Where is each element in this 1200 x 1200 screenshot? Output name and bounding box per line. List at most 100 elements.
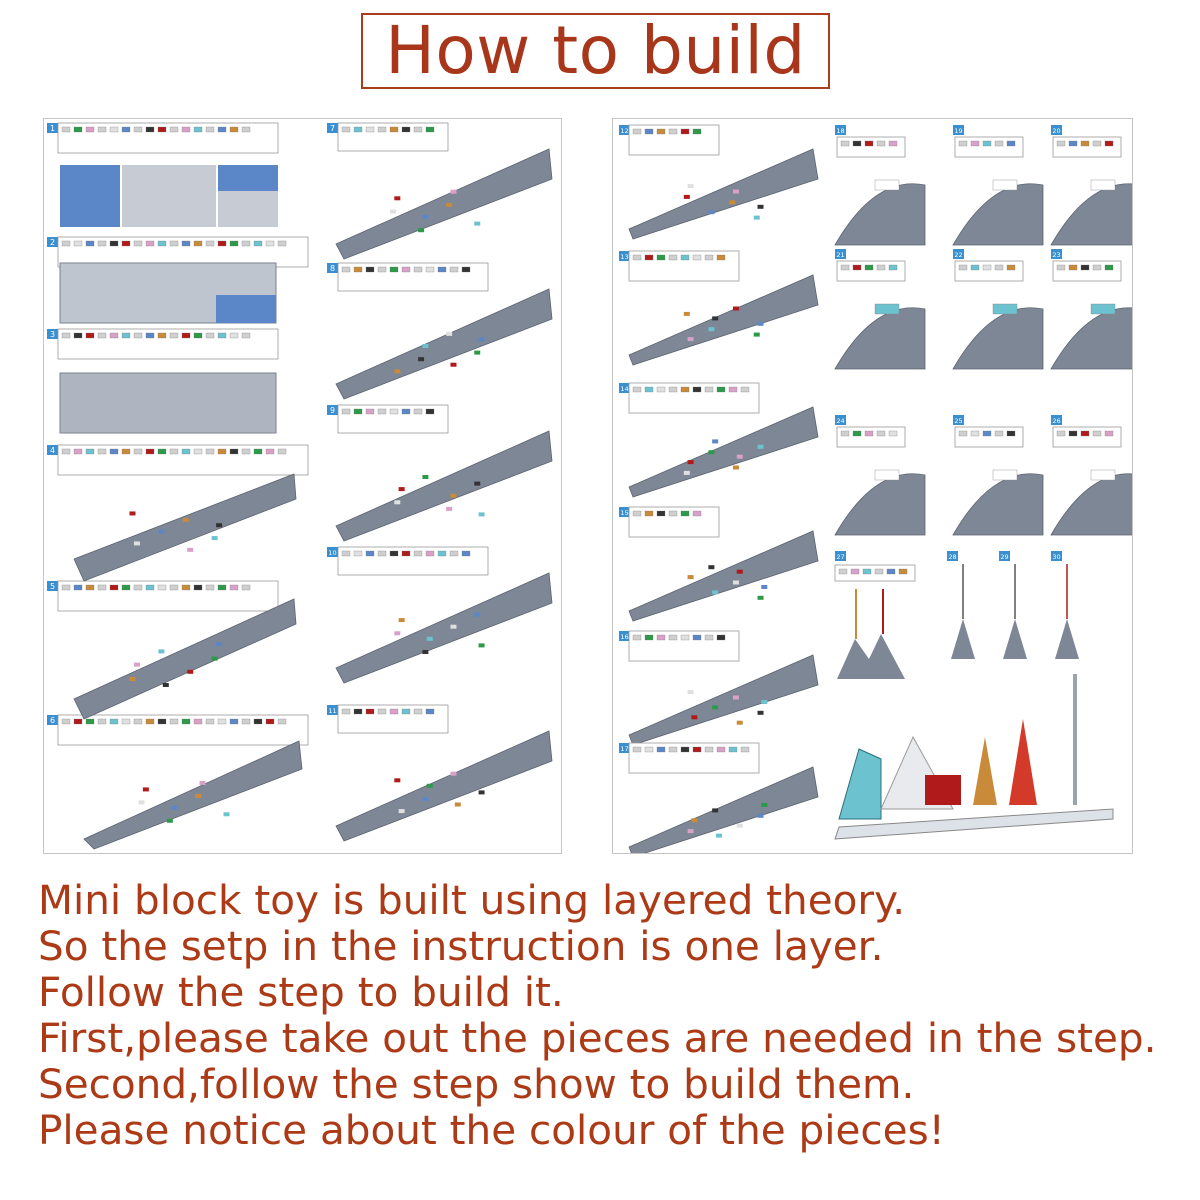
brick-piece [401,708,411,715]
brick-piece [449,266,459,273]
brick-piece [85,718,95,725]
brick-piece [732,189,739,194]
instruction-line-1: Mini block toy is built using layered th… [38,876,906,924]
step-number: 23 [1052,251,1060,259]
brick-piece [692,128,702,135]
brick-model [1055,619,1079,659]
brick-piece [982,140,992,147]
baseplate [122,165,216,227]
brick-piece [205,448,215,455]
brick-model [834,183,926,246]
step-number-badge: 29 [999,551,1010,561]
brick-piece [704,254,714,261]
step-number: 8 [330,264,335,273]
step-number: 17 [620,745,628,753]
page-title: How to build [385,12,806,89]
brick-piece [736,823,743,828]
step-number-badge: 6 [47,715,58,725]
brick-piece [162,683,169,687]
brick-piece [97,718,107,725]
brick-piece [840,430,850,437]
brick-model [335,572,553,684]
step-number: 3 [50,330,55,339]
step-number-badge: 13 [619,251,630,261]
instruction-line-6: Please notice about the colour of the pi… [38,1106,945,1154]
brick-piece [992,179,1018,191]
brick-piece [133,584,143,591]
step-number: 18 [836,127,844,135]
brick-piece [840,140,850,147]
brick-piece [683,311,690,316]
brick-piece [708,327,715,332]
step-number-badge: 26 [1051,415,1062,425]
brick-piece [133,126,143,133]
brick-piece [205,332,215,339]
step-number: 30 [1052,553,1060,561]
brick-piece [852,264,862,271]
brick-piece [712,808,719,813]
brick-model [335,148,553,260]
brick-piece [205,718,215,725]
step-number: 26 [1052,417,1060,425]
brick-piece [958,140,968,147]
parts-box [836,136,906,158]
brick-piece [474,221,481,226]
brick-piece [740,386,750,393]
brick-piece [241,584,251,591]
brick-piece [413,708,423,715]
brick-piece [656,254,666,261]
brick-piece [217,332,227,339]
brick-piece [426,636,433,641]
brick-piece [265,718,275,725]
brick-piece [632,128,642,135]
brick-piece [109,584,119,591]
brick-piece [145,448,155,455]
brick-piece [181,584,191,591]
step-number-badge: 19 [953,125,964,135]
brick-piece [852,430,862,437]
brick-piece [680,634,690,641]
brick-piece [446,202,453,207]
brick-piece [394,778,401,783]
brick-piece [712,439,719,444]
step-number-badge: 9 [327,405,338,415]
brick-piece [193,718,203,725]
brick-piece [874,568,884,575]
brick-model [1003,619,1027,659]
brick-piece [341,126,351,133]
brick-piece [61,448,71,455]
brick-piece [169,240,179,247]
brick-piece [229,240,239,247]
brick-piece [680,746,690,753]
brick-piece [85,584,95,591]
brick-piece [121,718,131,725]
brick-piece [729,200,736,205]
brick-piece [425,550,435,557]
brick-piece [422,797,429,801]
finished-model-pagoda [973,737,997,805]
brick-piece [365,408,375,415]
brick-piece [712,590,719,595]
brick-piece [73,332,83,339]
brick-piece [166,818,173,823]
brick-piece [61,126,71,133]
brick-piece [716,386,726,393]
brick-piece [253,240,263,247]
brick-piece [876,264,886,271]
brick-piece [389,708,399,715]
brick-piece [241,126,251,133]
step-number: 1 [50,124,55,133]
brick-piece [398,809,405,814]
brick-piece [377,708,387,715]
brick-model [952,183,1044,246]
brick-piece [874,469,900,481]
brick-piece [389,408,399,415]
brick-piece [450,362,457,367]
finished-model-castle [838,748,882,820]
brick-piece [753,332,760,337]
brick-piece [446,506,453,511]
brick-piece [121,240,131,247]
brick-piece [121,126,131,133]
brick-piece [691,715,698,720]
brick-piece [401,408,411,415]
